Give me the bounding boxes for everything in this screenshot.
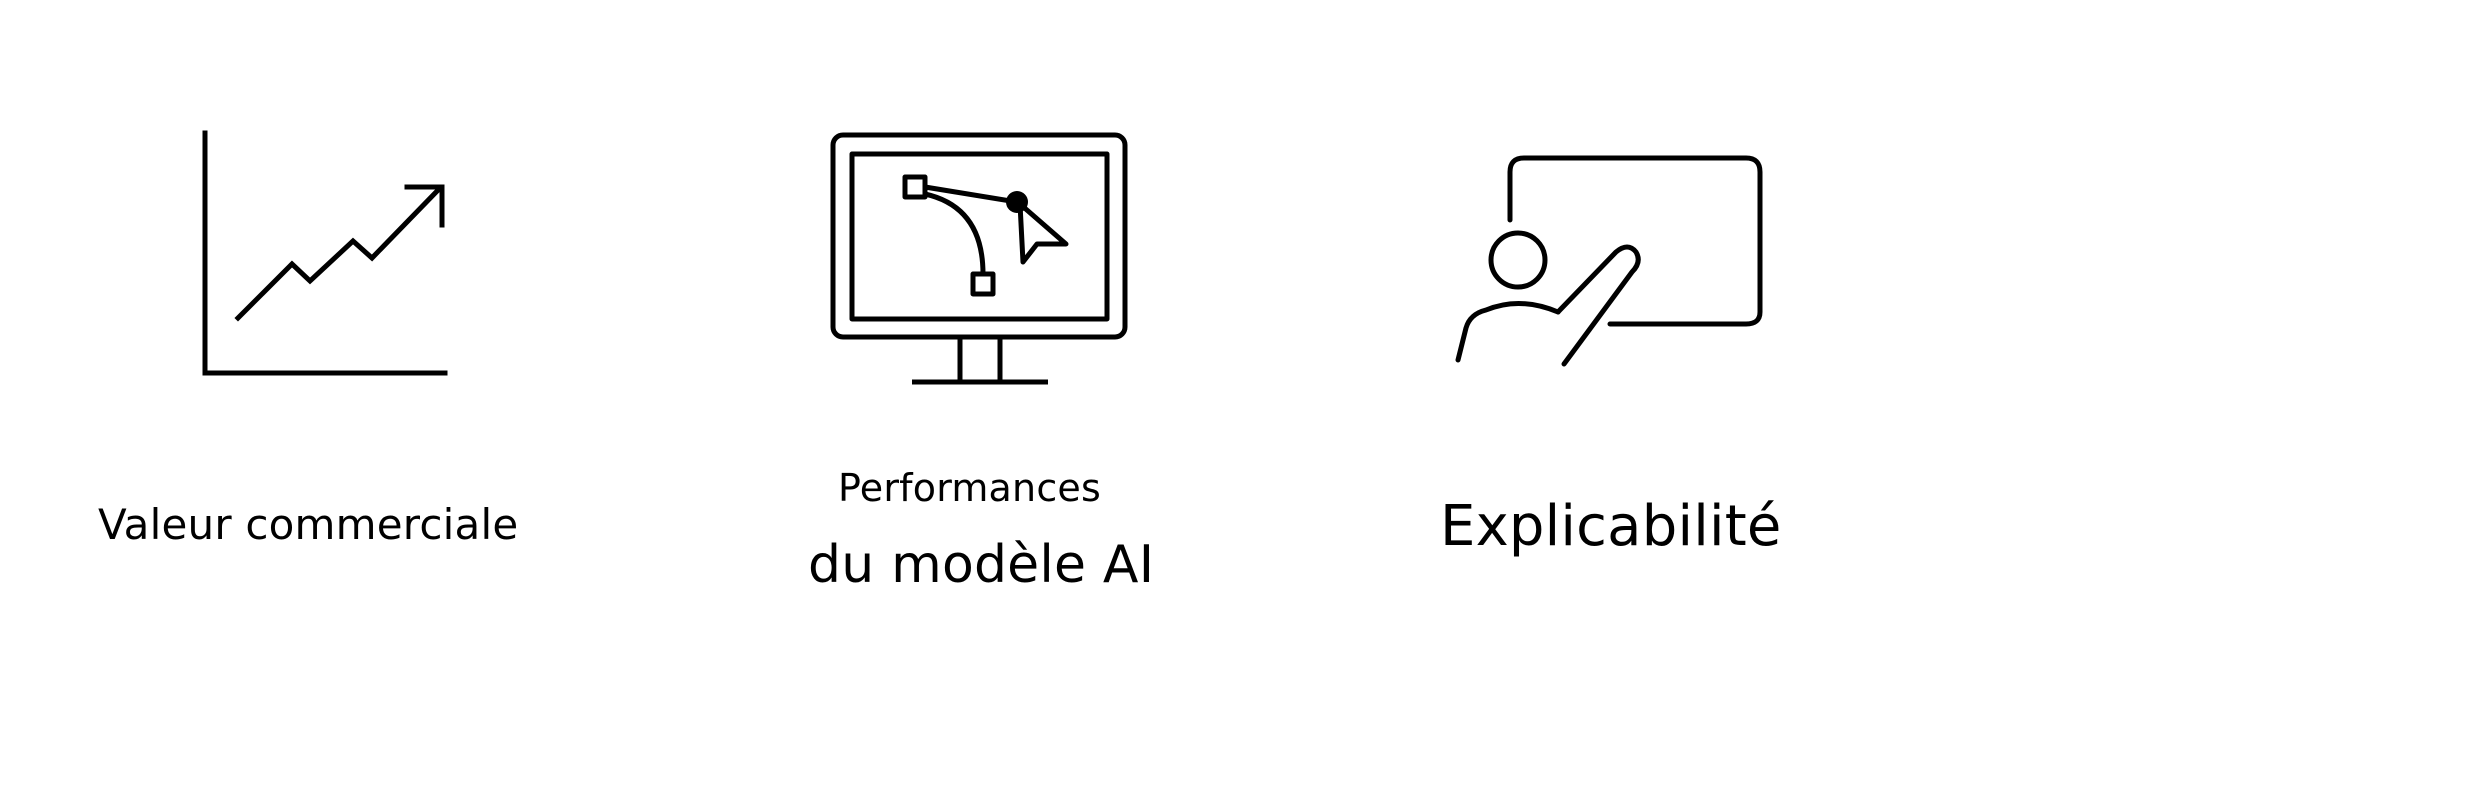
monitor-vector-curve-icon (830, 132, 1130, 392)
feature-label: Explicabilité (1440, 494, 1782, 559)
feature-label: Valeur commerciale (98, 500, 519, 549)
feature-label-line1: Performances (838, 466, 1102, 510)
growth-chart-icon (200, 130, 460, 390)
presenter-whiteboard-icon (1448, 152, 1768, 372)
feature-label-line2: du modèle AI (808, 535, 1155, 595)
